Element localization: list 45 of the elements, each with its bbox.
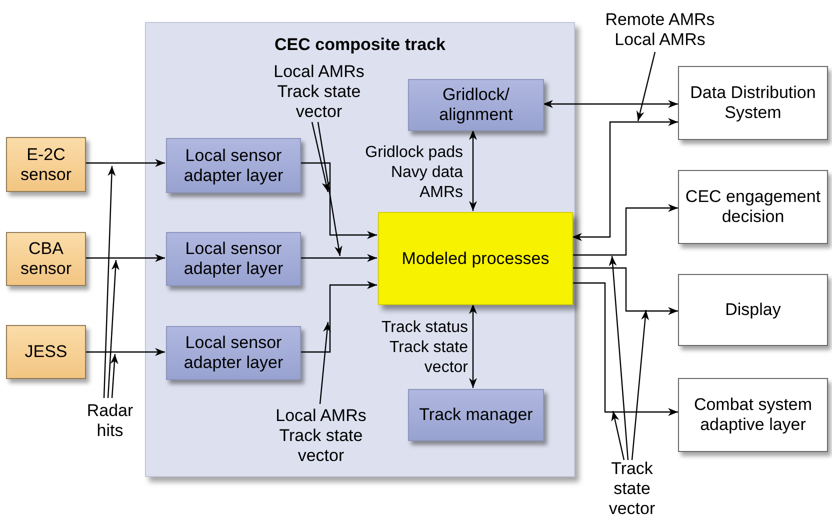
arrow: [572, 282, 678, 416]
leader-line: [631, 310, 650, 460]
output-box: Data Distribution System: [678, 66, 828, 140]
leader-line: [636, 52, 656, 122]
arrow: [572, 267, 678, 315]
arrow: [300, 254, 377, 262]
process-box: Local sensor adapter layer: [166, 138, 301, 193]
leader-line: [103, 166, 116, 398]
double-arrow: [469, 304, 477, 388]
annotation-text: Local AMRs Track state vector: [269, 61, 369, 123]
process-box: Track manager: [408, 389, 544, 441]
output-box: Combat system adaptive layer: [678, 378, 828, 452]
double-arrow: [572, 118, 678, 241]
output-box: CEC engagement decision: [678, 170, 828, 244]
output-box: Display: [678, 274, 828, 346]
leader-line: [317, 122, 342, 256]
annotation-text: Local AMRs Track state vector: [271, 405, 371, 467]
leader-line: [319, 322, 331, 404]
arrow: [86, 254, 165, 262]
sensor-box: E-2C sensor: [6, 137, 86, 192]
leader-line: [110, 354, 118, 398]
annotation-text: Radar hits: [78, 398, 142, 444]
edge-label: Track status Track state vector: [380, 318, 468, 378]
process-box: Modeled processes: [378, 212, 573, 305]
leader-line: [608, 256, 629, 460]
arrow: [86, 159, 165, 167]
annotation-text: Track state vector: [596, 460, 668, 518]
process-box: Local sensor adapter layer: [166, 232, 301, 286]
arrow: [86, 348, 165, 356]
process-box: Local sensor adapter layer: [166, 326, 301, 380]
leader-line: [107, 260, 120, 398]
edge-label: Gridlock pads Navy data AMRs: [364, 143, 463, 203]
sensor-box: CBA sensor: [6, 232, 86, 286]
group-title: CEC composite track: [274, 35, 446, 55]
leader-line: [611, 410, 625, 460]
double-arrow: [543, 100, 678, 108]
arrow: [300, 281, 377, 353]
process-box: Gridlock/ alignment: [408, 79, 544, 131]
annotation-text: Remote AMRs Local AMRs: [592, 8, 728, 52]
double-arrow: [469, 130, 477, 211]
arrow: [300, 162, 377, 239]
sensor-box: JESS: [6, 325, 86, 379]
leader-line: [311, 122, 330, 192]
group-panel: [145, 22, 575, 477]
arrow: [572, 204, 678, 256]
